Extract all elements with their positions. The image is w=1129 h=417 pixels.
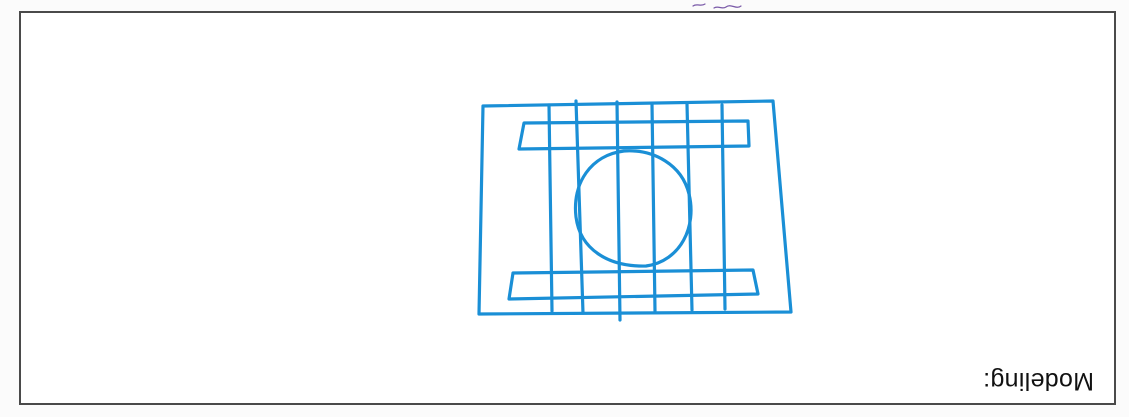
- stray-mark: [714, 6, 741, 8]
- stray-mark: [693, 4, 705, 6]
